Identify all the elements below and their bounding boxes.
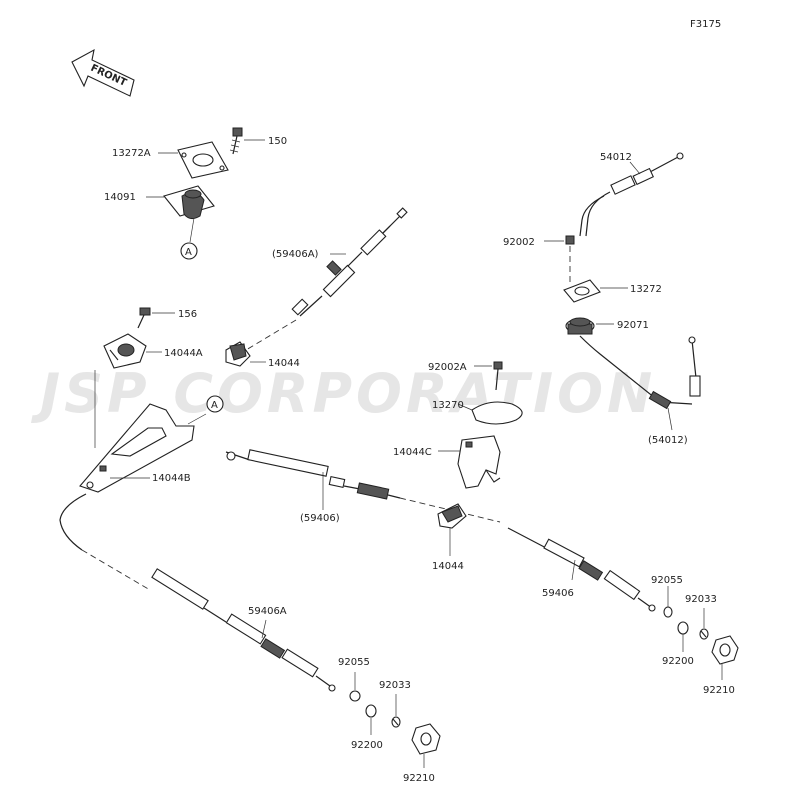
label-14044-mid: 14044 (432, 561, 464, 572)
cable-59406A-lower (151, 568, 336, 692)
ref-marker-a-mid-label: A (211, 400, 218, 411)
ref-marker-a-top (180, 242, 198, 260)
front-arrow-icon: FRONT (71, 48, 135, 97)
label-92071: 92071 (617, 320, 649, 331)
clamp-14044-left (225, 341, 251, 367)
label-92002A: 92002A (428, 362, 467, 373)
label-92055-bottom: 92055 (338, 657, 370, 668)
bolt-92002A (493, 361, 503, 391)
grommet-92071 (565, 317, 595, 335)
label-92055-right: 92055 (651, 575, 683, 586)
gasket-13270 (471, 401, 523, 425)
label-14091: 14091 (104, 192, 136, 203)
bracket-14044C (457, 435, 501, 489)
cable-59406-right (507, 527, 656, 612)
nut-92210-right (711, 635, 739, 665)
clamp-14044A (103, 333, 147, 369)
label-54012-top: 54012 (600, 152, 632, 163)
ref-marker-a-mid (206, 395, 224, 413)
label-92002: 92002 (503, 237, 535, 248)
bolt-150 (229, 127, 243, 155)
diagram-code: F3175 (690, 19, 721, 30)
label-59406-right: 59406 (542, 588, 574, 599)
label-14044-left: 14044 (268, 358, 300, 369)
clamp-14044-mid (437, 503, 467, 529)
watermark: JSP CORPORATION (31, 362, 656, 425)
holder-14091 (163, 185, 215, 220)
label-13272: 13272 (630, 284, 662, 295)
label-59406-mid: (59406) (300, 513, 340, 524)
lockwasher-92033-bottom (391, 716, 401, 728)
washer-92055-bottom (349, 690, 361, 702)
bolt-156 (137, 307, 151, 329)
bolt-92002 (565, 235, 575, 284)
label-92033-bottom: 92033 (379, 680, 411, 691)
label-14044A: 14044A (164, 348, 203, 359)
cable-54012-bottom (579, 335, 701, 410)
label-92033-right: 92033 (685, 594, 717, 605)
label-92200-bottom: 92200 (351, 740, 383, 751)
cable-59406A-upper (291, 207, 408, 317)
label-59406A-bottom: 59406A (248, 606, 287, 617)
label-92200-right: 92200 (662, 656, 694, 667)
label-13270: 13270 (432, 400, 464, 411)
label-59406A-top: (59406A) (272, 249, 319, 260)
label-13272A: 13272A (112, 148, 151, 159)
label-156: 156 (178, 309, 197, 320)
ref-marker-a-top-label: A (185, 247, 192, 258)
label-14044C: 14044C (393, 447, 432, 458)
label-92210-right: 92210 (703, 685, 735, 696)
bracket-14044B (79, 403, 195, 493)
label-54012-bottom: (54012) (648, 435, 688, 446)
cable-59406-mid (225, 449, 401, 500)
label-92210-bottom: 92210 (403, 773, 435, 784)
label-14044B: 14044B (152, 473, 191, 484)
cable-59406A-lower-loop (59, 493, 87, 551)
gasket-13272 (563, 279, 601, 303)
washer-92200-right (677, 621, 689, 635)
washer-92200-bottom (365, 704, 377, 718)
label-150: 150 (268, 136, 287, 147)
gasket-13272A (177, 141, 229, 179)
cable-54012-top (579, 152, 684, 237)
lockwasher-92033-right (699, 628, 709, 640)
nut-92210-bottom (411, 723, 441, 755)
washer-92055-right (663, 606, 673, 618)
